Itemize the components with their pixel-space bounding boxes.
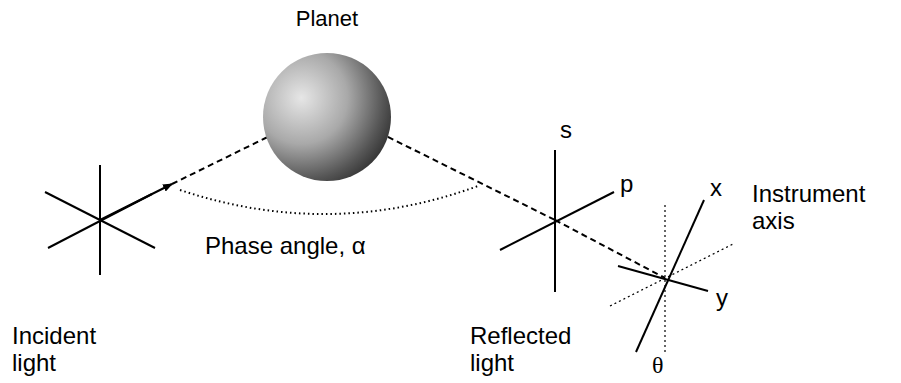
instrument-label: Instrument axis	[752, 180, 887, 234]
planet-label: Planet	[252, 6, 402, 32]
beam-label: Incident light	[12, 322, 127, 376]
axis-label: y	[716, 284, 728, 311]
incident-axes	[45, 165, 172, 275]
reference-axes	[610, 205, 735, 352]
axis-label: s	[560, 116, 572, 143]
angle-label: θ	[652, 352, 664, 379]
instrument-axes	[618, 200, 708, 352]
axis-label: x	[710, 174, 722, 201]
reflected-axes	[500, 150, 614, 292]
planet-body: Planet	[252, 2, 402, 188]
phase-arc	[180, 186, 478, 214]
beam-label: Reflected light	[470, 322, 595, 376]
light-rays	[172, 126, 665, 278]
angle-caption: Phase angle, α	[205, 232, 366, 259]
axis-label: p	[620, 170, 633, 197]
